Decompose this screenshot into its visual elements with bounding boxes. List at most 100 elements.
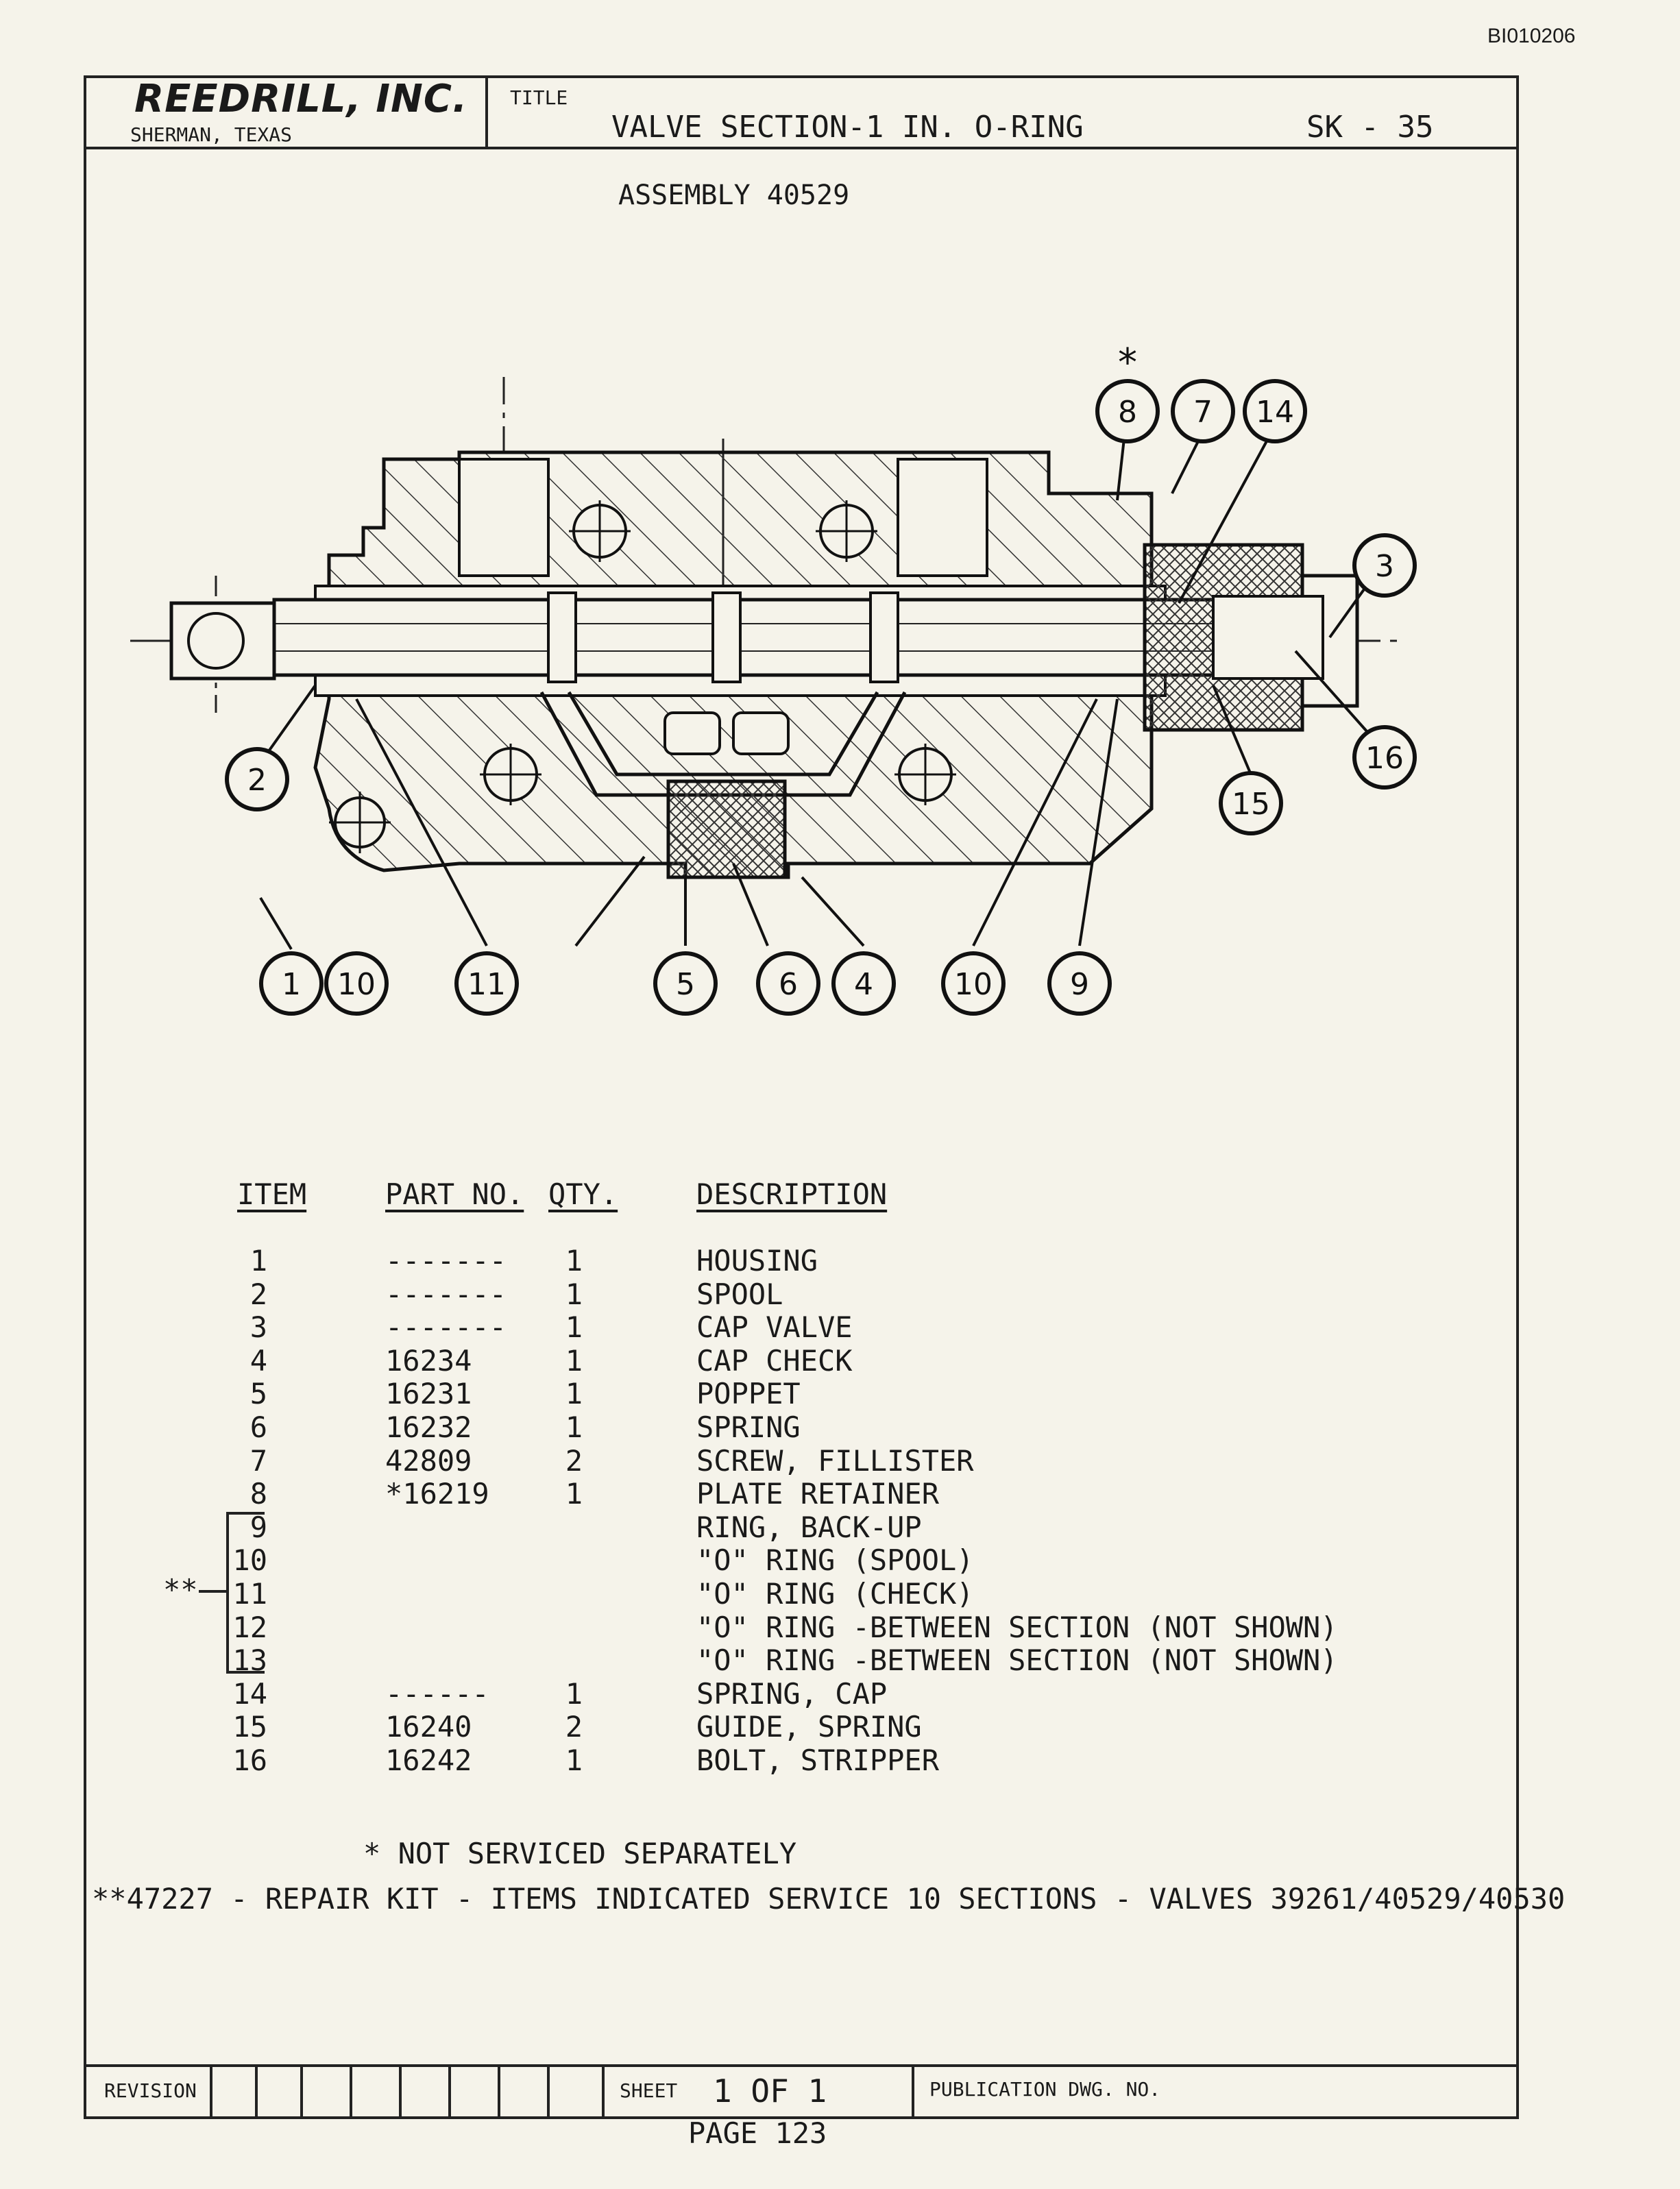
title-label: TITLE — [510, 86, 568, 109]
parts-row-qty: 1 — [565, 1477, 583, 1511]
rev-col-1 — [255, 2064, 258, 2119]
sheet-col-end — [912, 2064, 914, 2119]
callout-7: 7 — [1193, 395, 1213, 430]
parts-row-item: 2 — [249, 1277, 267, 1311]
parts-row-qty: 1 — [565, 1310, 583, 1345]
publication-label: PUBLICATION DWG. NO. — [929, 2078, 1161, 2101]
callout-8: 8 — [1118, 395, 1137, 430]
parts-row-description: "O" RING (SPOOL) — [696, 1543, 974, 1578]
callout-5: 5 — [676, 967, 695, 1002]
callout-10b: 10 — [954, 967, 993, 1002]
parts-row-qty: 1 — [565, 1277, 583, 1311]
parts-row-description: "O" RING -BETWEEN SECTION (NOT SHOWN) — [696, 1610, 1338, 1644]
callout-11: 11 — [467, 967, 506, 1002]
rev-col-4 — [399, 2064, 402, 2119]
parts-row-description: SCREW, FILLISTER — [696, 1443, 974, 1478]
rev-col-5 — [448, 2064, 451, 2119]
callout-7-bubble — [1171, 379, 1235, 443]
callout-16-bubble — [1352, 725, 1417, 790]
header-column-divider — [485, 75, 488, 148]
parts-row-item: 1 — [249, 1244, 267, 1277]
parts-row-part-no: ------ — [385, 1676, 489, 1711]
assembly-number: ASSEMBLY 40529 — [618, 180, 850, 211]
parts-row-description: CAP VALVE — [696, 1310, 853, 1345]
parts-row-description: BOLT, STRIPPER — [696, 1744, 940, 1777]
parts-row-item: 10 — [232, 1543, 267, 1578]
parts-row-qty: 1 — [565, 1744, 583, 1777]
parts-row-item: 5 — [249, 1377, 267, 1411]
document-id: BI010206 — [1487, 25, 1576, 47]
parts-row-item: 16 — [232, 1744, 267, 1777]
callout-11-bubble — [454, 951, 519, 1016]
callout-10b-bubble — [941, 951, 1006, 1016]
parts-row-part-no: 42809 — [385, 1443, 472, 1478]
parts-row-description: HOUSING — [696, 1244, 818, 1277]
parts-row-part-no: 16242 — [385, 1744, 472, 1777]
parts-row-item: 4 — [249, 1343, 267, 1378]
col-header-qty: QTY. — [548, 1177, 618, 1211]
rev-col-7 — [547, 2064, 550, 2119]
parts-row-qty: 1 — [565, 1244, 583, 1277]
valve-cross-section-diagram: 1 10 11 5 6 4 10 9 2 3 16 15 8 7 14 * — [130, 341, 1417, 1016]
callout-14: 14 — [1256, 395, 1294, 430]
company-location: SHERMAN, TEXAS — [130, 123, 293, 146]
parts-row-qty: 1 — [565, 1343, 583, 1378]
parts-row-part-no: ------- — [385, 1277, 507, 1311]
parts-row-description: "O" RING (CHECK) — [696, 1577, 974, 1611]
note-repair-kit: **47227 - REPAIR KIT - ITEMS INDICATED S… — [92, 1882, 1566, 1916]
parts-row-part-no: 16232 — [385, 1410, 472, 1444]
rev-col-2 — [300, 2064, 303, 2119]
callout-14-bubble — [1243, 379, 1307, 443]
callout-8-star: * — [1118, 341, 1137, 385]
parts-row-qty: 1 — [565, 1676, 583, 1711]
callout-4-bubble — [831, 951, 896, 1016]
callout-8-bubble — [1095, 379, 1160, 443]
col-header-part: PART NO. — [385, 1177, 524, 1211]
rev-col-8 — [602, 2064, 605, 2119]
parts-row-item: 15 — [232, 1710, 267, 1744]
sheet-value: 1 OF 1 — [713, 2072, 827, 2109]
callout-6-bubble — [756, 951, 820, 1016]
parts-row-description: SPRING — [696, 1410, 801, 1444]
rev-col-3 — [350, 2064, 352, 2119]
parts-row-item: 11 — [232, 1577, 267, 1611]
parts-row-qty: 2 — [565, 1710, 583, 1744]
title-block-divider — [84, 2064, 1519, 2067]
kit-bracket — [226, 1512, 265, 1674]
callout-16: 16 — [1365, 741, 1404, 776]
callout-15-bubble — [1219, 771, 1283, 835]
parts-row-item: 14 — [232, 1676, 267, 1711]
parts-row-description: RING, BACK-UP — [696, 1510, 922, 1544]
callout-4: 4 — [854, 967, 873, 1002]
parts-row-part-no: 16240 — [385, 1710, 472, 1744]
parts-row-part-no: *16219 — [385, 1477, 489, 1511]
parts-row-item: 7 — [249, 1443, 267, 1478]
company-logo: REEDRILL, INC. — [134, 77, 468, 121]
callout-2-bubble — [225, 747, 289, 811]
parts-row-part-no: ------- — [385, 1244, 507, 1277]
parts-row-item: 8 — [249, 1477, 267, 1511]
parts-row-description: SPOOL — [696, 1277, 783, 1311]
callout-1: 1 — [282, 967, 301, 1002]
parts-row-description: CAP CHECK — [696, 1343, 853, 1378]
callout-2: 2 — [247, 763, 267, 798]
drawing-frame — [84, 75, 1519, 2119]
callout-10a-bubble — [324, 951, 389, 1016]
parts-row-description: POPPET — [696, 1377, 801, 1411]
col-header-item: ITEM — [237, 1177, 307, 1211]
callout-3-bubble — [1352, 533, 1417, 598]
sheet-code: SK - 35 — [1306, 110, 1434, 145]
callout-1-bubble — [259, 951, 324, 1016]
rev-col-6 — [498, 2064, 500, 2119]
kit-bracket-leader — [199, 1590, 228, 1593]
parts-row-item: 3 — [249, 1310, 267, 1345]
callout-10a: 10 — [337, 967, 376, 1002]
parts-row-part-no: 16234 — [385, 1343, 472, 1378]
sheet-label: SHEET — [620, 2079, 678, 2102]
header-divider — [84, 147, 1519, 149]
parts-row-part-no: ------- — [385, 1310, 507, 1345]
parts-row-description: GUIDE, SPRING — [696, 1710, 922, 1744]
note-not-serviced: * NOT SERVICED SEPARATELY — [363, 1837, 797, 1870]
callout-3: 3 — [1375, 549, 1394, 584]
page-number: PAGE 123 — [688, 2116, 827, 2150]
